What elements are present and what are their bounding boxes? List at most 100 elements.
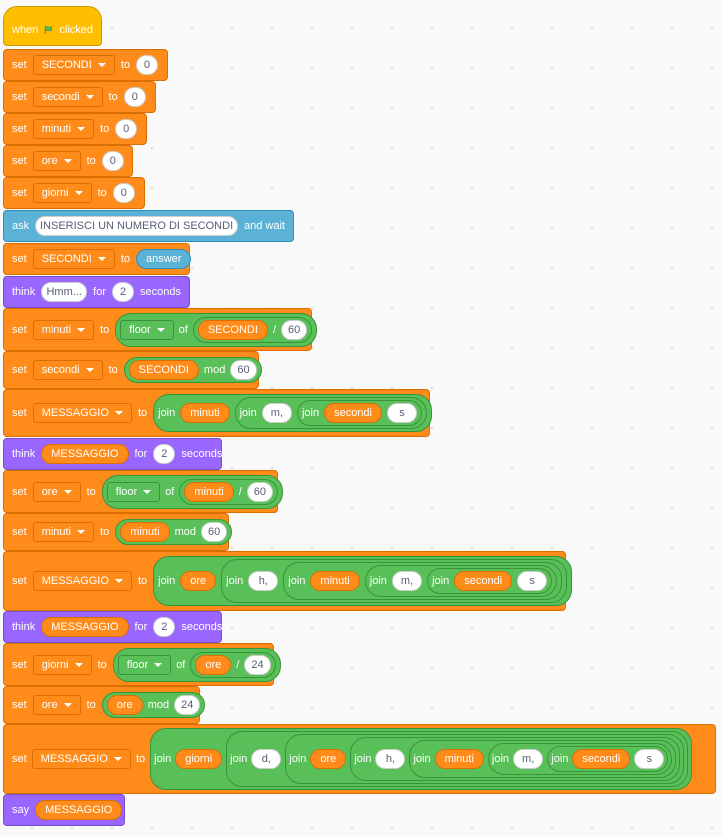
variable-dropdown[interactable]: minuti (32, 319, 95, 340)
giorni-reporter[interactable]: giorni (175, 749, 223, 769)
text-input[interactable]: h, (375, 749, 406, 769)
divide-operator[interactable]: ore / 24 (190, 651, 276, 678)
variable-dropdown[interactable]: SECONDI (32, 249, 115, 269)
join-operator[interactable]: join ore join h, join minuti join m, joi… (153, 556, 573, 606)
mod-input[interactable]: 60 (200, 522, 228, 542)
text-input[interactable]: m, (391, 571, 423, 591)
secondi-upper-reporter[interactable]: SECONDI (128, 360, 199, 380)
set-minuti-mod-block[interactable]: set minuti to minuti mod 60 (3, 513, 233, 551)
join-operator[interactable]: join secondi s (296, 400, 422, 426)
ore-reporter[interactable]: ore (195, 654, 232, 675)
join-operator[interactable]: join d, join ore join h, join minuti joi… (226, 731, 689, 787)
minuti-reporter[interactable]: minuti (120, 522, 170, 542)
seconds-input[interactable]: 2 (153, 444, 176, 464)
value-input[interactable]: 0 (136, 55, 158, 75)
variable-dropdown[interactable]: minuti (32, 119, 95, 139)
mod-operator[interactable]: ore mod 24 (101, 692, 206, 718)
secondi-reporter[interactable]: secondi (454, 571, 513, 591)
mod-operator[interactable]: minuti mod 60 (115, 519, 233, 545)
value-input[interactable]: 0 (123, 87, 146, 107)
mod-input[interactable]: 24 (174, 695, 201, 715)
set-secondi-upper-block[interactable]: set SECONDI to 0 (3, 49, 168, 81)
text-input[interactable]: m, (513, 749, 544, 769)
variable-dropdown[interactable]: secondi (32, 360, 103, 380)
join-operator[interactable]: join minuti join m, join secondi s (409, 740, 677, 778)
messaggio-reporter[interactable]: MESSAGGIO (41, 444, 129, 464)
set-messaggio-dhms-block[interactable]: set MESSAGGIO to join giorni join d, joi… (3, 724, 716, 794)
messaggio-reporter[interactable]: MESSAGGIO (35, 800, 123, 820)
text-input[interactable]: m, (261, 403, 292, 423)
text-input[interactable]: s (634, 749, 665, 769)
set-minuti-block[interactable]: set minuti to 0 (3, 113, 147, 145)
think-messaggio-block[interactable]: think MESSAGGIO for 2 seconds (3, 438, 222, 470)
math-function-dropdown[interactable]: floor (106, 481, 161, 502)
variable-dropdown[interactable]: secondi (32, 87, 103, 107)
variable-dropdown[interactable]: SECONDI (32, 55, 115, 75)
text-input[interactable]: h, (248, 571, 279, 591)
ask-and-wait-block[interactable]: ask INSERISCI UN NUMERO DI SECONDI and w… (3, 210, 294, 242)
ore-reporter[interactable]: ore (106, 695, 143, 715)
variable-dropdown[interactable]: ore (32, 695, 81, 715)
set-giorni-block[interactable]: set giorni to 0 (3, 177, 145, 209)
text-input[interactable]: s (517, 571, 548, 591)
join-operator[interactable]: join secondi s (427, 568, 553, 594)
divide-operator[interactable]: minuti / 60 (179, 478, 279, 505)
join-operator[interactable]: join secondi s (547, 746, 669, 772)
variable-dropdown[interactable]: giorni (32, 183, 92, 203)
set-ore-mod-block[interactable]: set ore to ore mod 24 (3, 686, 206, 724)
variable-dropdown[interactable]: giorni (32, 654, 92, 675)
set-secondi-answer-block[interactable]: set SECONDI to answer (3, 243, 192, 275)
variable-dropdown[interactable]: MESSAGGIO (32, 571, 132, 591)
variable-dropdown[interactable]: MESSAGGIO (32, 403, 132, 423)
set-secondi-mod-block[interactable]: set secondi to SECONDI mod 60 (3, 351, 262, 389)
think-hmm-block[interactable]: think Hmm... for 2 seconds (3, 276, 190, 308)
when-flag-clicked-block[interactable]: when clicked (3, 6, 102, 46)
text-input[interactable]: s (387, 403, 417, 423)
join-operator[interactable]: join minuti join m, join secondi s (153, 394, 432, 432)
question-input[interactable]: INSERISCI UN NUMERO DI SECONDI (35, 216, 239, 236)
say-messaggio-block[interactable]: say MESSAGGIO (3, 794, 125, 826)
set-giorni-floor-block[interactable]: set giorni to floor of ore / 24 (3, 643, 281, 686)
set-ore-floor-block[interactable]: set ore to floor of minuti / 60 (3, 470, 284, 513)
variable-dropdown[interactable]: MESSAGGIO (31, 749, 131, 769)
join-operator[interactable]: join giorni join d, join ore join h, joi… (150, 728, 693, 790)
secondi-upper-reporter[interactable]: SECONDI (197, 319, 268, 340)
secondi-reporter[interactable]: secondi (572, 749, 631, 769)
variable-dropdown[interactable]: ore (32, 481, 81, 502)
seconds-input[interactable]: 2 (112, 282, 135, 302)
divide-operator[interactable]: SECONDI / 60 (192, 316, 313, 343)
messaggio-reporter[interactable]: MESSAGGIO (41, 617, 129, 637)
think-messaggio-block-2[interactable]: think MESSAGGIO for 2 seconds (3, 611, 222, 643)
floor-operator[interactable]: floor of minuti / 60 (101, 474, 284, 509)
minuti-reporter[interactable]: minuti (180, 403, 230, 423)
divisor-input[interactable]: 60 (281, 319, 308, 340)
ore-reporter[interactable]: ore (180, 571, 217, 591)
minuti-reporter[interactable]: minuti (434, 749, 484, 769)
seconds-input[interactable]: 2 (153, 617, 176, 637)
think-text-input[interactable]: Hmm... (41, 282, 88, 302)
join-operator[interactable]: join h, join minuti join m, join secondi (350, 737, 681, 781)
divisor-input[interactable]: 24 (244, 654, 271, 675)
mod-operator[interactable]: SECONDI mod 60 (123, 357, 262, 383)
join-operator[interactable]: join minuti join m, join secondi s (283, 562, 563, 600)
floor-operator[interactable]: floor of SECONDI / 60 (115, 312, 318, 347)
divisor-input[interactable]: 60 (246, 481, 274, 502)
math-function-dropdown[interactable]: floor (117, 654, 172, 675)
set-minuti-floor-block[interactable]: set minuti to floor of SECONDI / 60 (3, 308, 318, 351)
join-operator[interactable]: join m, join secondi s (487, 743, 673, 775)
join-operator[interactable]: join ore join h, join minuti join m, (285, 734, 685, 784)
join-operator[interactable]: join m, join secondi s (234, 397, 427, 429)
text-input[interactable]: d, (251, 749, 282, 769)
minuti-reporter[interactable]: minuti (310, 571, 360, 591)
mod-input[interactable]: 60 (230, 360, 257, 380)
join-operator[interactable]: join m, join secondi s (364, 565, 558, 597)
variable-dropdown[interactable]: minuti (32, 522, 95, 542)
ore-reporter[interactable]: ore (310, 749, 347, 769)
set-secondi-block[interactable]: set secondi to 0 (3, 81, 156, 113)
set-messaggio-hms-block[interactable]: set MESSAGGIO to join ore join h, join m… (3, 551, 573, 611)
minuti-reporter[interactable]: minuti (184, 481, 234, 502)
floor-operator[interactable]: floor of ore / 24 (112, 647, 281, 682)
set-ore-block[interactable]: set ore to 0 (3, 145, 133, 177)
variable-dropdown[interactable]: ore (32, 151, 81, 171)
math-function-dropdown[interactable]: floor (120, 319, 174, 340)
